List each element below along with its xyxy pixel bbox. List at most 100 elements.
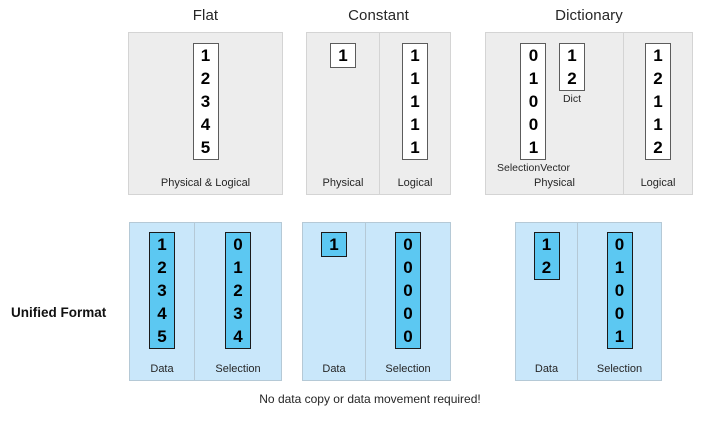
vector-selection-vector: 0 1 0 0 1 [520,43,547,160]
vector-cell: 4 [157,304,167,323]
vector-cell: 1 [567,46,577,65]
subpanel-constant-selection: 0 0 0 0 0 Selection [365,223,450,380]
vector-cell: 2 [157,258,167,277]
vector-group-constant-logical: 1 1 1 1 1 [402,43,428,160]
vector-cell: 0 [233,235,243,254]
vector-cell: 1 [410,115,420,134]
vector-group-constant-physical: 1 [330,43,356,68]
subpanel-label-physical: Physical [322,177,364,189]
panel-dictionary-physical-logical: 0 1 0 0 1 SelectionVector 1 2 Dict Physi… [485,32,693,195]
vector-cell: 1 [233,258,243,277]
vector-cell: 0 [614,235,625,254]
vector-dict: 1 2 [559,43,585,91]
vector-dictionary-data: 1 2 [533,232,560,280]
vector-cell: 4 [233,327,243,346]
vector-constant-physical: 1 [330,43,356,68]
vector-constant-logical: 1 1 1 1 1 [402,43,428,160]
vector-group-constant-selection: 0 0 0 0 0 [395,232,421,349]
subpanel-dictionary-physical: 0 1 0 0 1 SelectionVector 1 2 Dict Physi… [486,33,623,194]
vector-cell: 1 [410,69,420,88]
vector-cell: 0 [614,304,625,323]
subpanel-flat-selection: 0 1 2 3 4 Selection [194,223,281,380]
vector-group-dictionary-logical: 1 2 1 1 2 [645,43,671,160]
vector-cell: 2 [233,281,243,300]
subpanel-label-logical: Logical [640,177,676,189]
vector-dictionary-logical: 1 2 1 1 2 [645,43,671,160]
vector-cell: 1 [614,327,625,346]
panel-dictionary-unified: 1 2 Data 0 1 0 0 1 Selection [515,222,662,381]
vector-group-flat-selection: 0 1 2 3 4 [225,232,251,349]
subpanel-dictionary-logical: 1 2 1 1 2 Logical [623,33,692,194]
vector-cell: 1 [614,258,625,277]
vector-cell: 1 [338,46,348,65]
vector-cell: 5 [157,327,167,346]
subpanel-label-selection: Selection [596,363,643,375]
subpanel-label-data: Data [534,363,559,375]
subpanel-label-selection: Selection [385,363,431,375]
vector-cell: 1 [157,235,167,254]
vector-cell: 0 [403,235,413,254]
subpanel-flat-data: 1 2 3 4 5 Data [130,223,194,380]
vector-cell: 1 [528,138,539,157]
vector-cell: 2 [567,69,577,88]
row-label-unified-format: Unified Format [11,305,107,320]
vector-cell: 0 [528,115,539,134]
vector-cell: 1 [541,235,552,254]
vector-group-flat-data: 1 2 3 4 5 [149,232,175,349]
vector-constant-data: 1 [321,232,347,257]
vector-dictionary-selection: 0 1 0 0 1 [606,232,633,349]
column-title-flat: Flat [192,7,219,24]
subpanel-dictionary-selection: 0 1 0 0 1 Selection [577,223,661,380]
vector-flat-selection: 0 1 2 3 4 [225,232,251,349]
subpanel-label-selection: Selection [215,363,261,375]
panel-flat-unified: 1 2 3 4 5 Data 0 1 2 3 4 Selection [129,222,282,381]
vector-cell: 1 [410,92,420,111]
vector-cell: 2 [653,69,663,88]
panel-constant-unified: 1 Data 0 0 0 0 0 Selection [302,222,451,381]
vector-group-dictionary-selection: 0 1 0 0 1 [606,232,633,349]
panel-flat-physical-logical: 1 2 3 4 5 Physical & Logical [128,32,283,195]
vector-group-selection-vector: 0 1 0 0 1 SelectionVector [497,43,570,174]
subpanel-flat-physical-logical: 1 2 3 4 5 Physical & Logical [129,33,282,194]
vector-group-flat-toplevel: 1 2 3 4 5 [192,43,219,160]
vector-cell: 1 [653,46,663,65]
panel-constant-physical-logical: 1 Physical 1 1 1 1 1 Logical [306,32,451,195]
vector-cell: 1 [528,69,539,88]
subpanel-dictionary-data: 1 2 Data [516,223,577,380]
subpanel-constant-logical: 1 1 1 1 1 Logical [379,33,450,194]
vector-cell: 1 [653,92,663,111]
vector-cell: 5 [200,138,211,157]
vector-cell: 3 [233,304,243,323]
vector-cell: 0 [403,281,413,300]
vector-cell: 0 [528,92,539,111]
vector-cell: 2 [653,138,663,157]
subpanel-label-physical: Physical [534,177,575,189]
subpanel-label-physical-logical: Physical & Logical [160,177,251,189]
subpanel-label-data: Data [322,363,346,375]
vector-cell: 3 [200,92,211,111]
vector-cell: 0 [403,304,413,323]
footer-note: No data copy or data movement required! [259,392,481,406]
subpanel-constant-physical: 1 Physical [307,33,379,194]
vector-caption-dict: Dict [562,93,582,105]
column-title-constant: Constant [348,7,409,24]
vector-cell: 0 [403,258,413,277]
subpanel-label-logical: Logical [397,177,433,189]
vector-cell: 1 [410,138,420,157]
vector-cell: 2 [541,258,552,277]
vector-cell: 1 [200,46,211,65]
vector-cell: 0 [614,281,625,300]
vector-group-dictionary-data: 1 2 [533,232,560,280]
vector-cell: 1 [329,235,339,254]
vector-cell: 4 [200,115,211,134]
vector-group-constant-data: 1 [321,232,347,257]
vector-flat-physical-logical: 1 2 3 4 5 [192,43,219,160]
vector-constant-selection: 0 0 0 0 0 [395,232,421,349]
vector-caption-selection-vector: SelectionVector [497,162,570,174]
vector-flat-data: 1 2 3 4 5 [149,232,175,349]
vector-cell: 1 [653,115,663,134]
vector-cell: 0 [528,46,539,65]
vector-cell: 3 [157,281,167,300]
subpanel-label-data: Data [150,363,174,375]
column-title-dictionary: Dictionary [555,7,623,24]
